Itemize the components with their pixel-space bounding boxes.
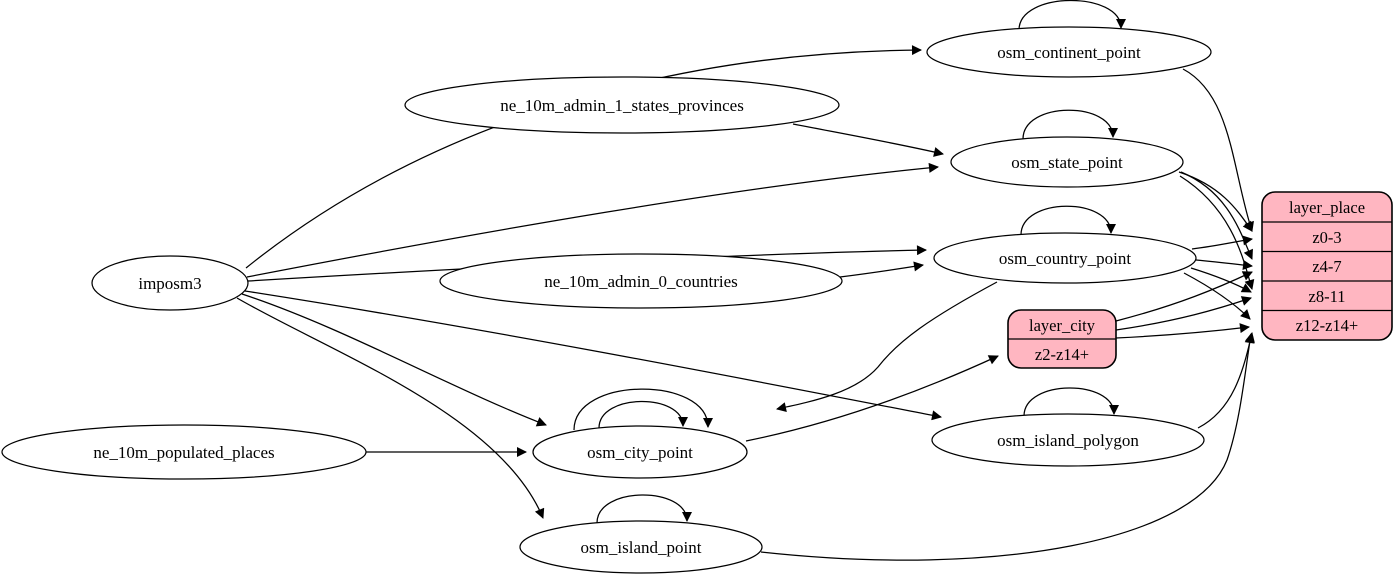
edge-continent-z0 (1182, 68, 1254, 232)
osm-country-point-label: osm_country_point (999, 249, 1131, 268)
node-imposm3: imposm3 (91, 255, 249, 311)
edge-layercity-z4 (1115, 271, 1253, 322)
node-ne-10m-admin-1-states-provinces: ne_10m_admin_1_states_provinces (404, 76, 840, 134)
edge-ne0-country (839, 261, 924, 278)
osm-state-point-ellipse (950, 136, 1184, 188)
edge-imposm3-city (241, 293, 547, 427)
imposm3-label: imposm3 (138, 274, 201, 293)
edge-imposm3-island-polygon (244, 290, 942, 421)
osm-city-point-ellipse (532, 425, 748, 479)
node-osm-city-point: osm_city_point (532, 425, 748, 479)
selfloop-country (1020, 205, 1116, 236)
osm-island-polygon-ellipse (931, 413, 1205, 467)
node-osm-island-polygon: osm_island_polygon (931, 413, 1205, 467)
layer-place-row-z0-3: z0-3 (1312, 228, 1341, 247)
node-osm-state-point: osm_state_point (950, 136, 1184, 188)
edge-layercity-z8 (1115, 296, 1252, 331)
edge-imposm3-state (246, 162, 939, 278)
layer-place-row-z4-7: z4-7 (1312, 257, 1341, 276)
imposm3-ellipse (91, 255, 249, 311)
osm-state-point-label: osm_state_point (1011, 153, 1123, 172)
edge-city-layercity (745, 355, 999, 442)
ne-admin0-label: ne_10m_admin_0_countries (544, 272, 738, 291)
ne-admin0-ellipse (439, 253, 843, 309)
osm-country-point-ellipse (933, 232, 1197, 284)
ne-admin1-label: ne_10m_admin_1_states_provinces (500, 96, 744, 115)
selfloop-city-outer (573, 388, 713, 431)
layer-city-title: layer_city (1029, 316, 1096, 335)
edge-country-city (776, 281, 998, 413)
selfloop-continent (1018, 0, 1126, 31)
edge-ne1-state (792, 123, 944, 157)
node-ne-10m-admin-0-countries: ne_10m_admin_0_countries (439, 253, 843, 309)
osm-island-point-label: osm_island_point (581, 538, 702, 557)
record-layer-city: layer_city z2-z14+ (1007, 309, 1117, 369)
ne-populated-places-label: ne_10m_populated_places (93, 443, 274, 462)
selfloop-city-inner (598, 400, 688, 429)
osm-continent-point-ellipse (926, 26, 1212, 78)
ne-populated-places-ellipse (1, 424, 367, 480)
node-osm-continent-point: osm_continent_point (926, 26, 1212, 78)
osm-island-polygon-label: osm_island_polygon (997, 431, 1139, 450)
osm-continent-point-label: osm_continent_point (997, 43, 1141, 62)
record-layer-place: layer_place z0-3 z4-7 z8-11 z12-z14+ (1261, 191, 1393, 341)
layer-city-row-z2-z14: z2-z14+ (1035, 345, 1089, 364)
selfloop-state (1022, 109, 1118, 140)
selfloop-island-point (596, 494, 692, 524)
selfloop-island-polygon (1023, 387, 1119, 417)
ne-admin1-ellipse (404, 76, 840, 134)
edge-country-z4 (1195, 259, 1253, 270)
edge-layercity-z12 (1115, 323, 1250, 339)
osm-city-point-label: osm_city_point (587, 443, 693, 462)
layer-place-title: layer_place (1289, 198, 1365, 217)
layer-place-box (1261, 191, 1393, 341)
node-ne-10m-populated-places: ne_10m_populated_places (1, 424, 367, 480)
edge-country-z12 (1183, 272, 1251, 320)
layer-place-row-z12-z14: z12-z14+ (1296, 316, 1358, 335)
edge-country-z8 (1190, 267, 1252, 293)
edge-state-z4 (1180, 171, 1253, 260)
edge-country-z0 (1191, 235, 1253, 250)
node-osm-country-point: osm_country_point (933, 232, 1197, 284)
edge-layer (236, 0, 1255, 561)
edge-state-z0 (1178, 171, 1253, 232)
edge-islandpoint-z12 (760, 333, 1255, 561)
edge-imposm3-island-point (236, 297, 545, 519)
osm-island-point-ellipse (519, 520, 763, 574)
node-osm-island-point: osm_island_point (519, 520, 763, 574)
layer-place-row-z8-11: z8-11 (1309, 287, 1346, 306)
